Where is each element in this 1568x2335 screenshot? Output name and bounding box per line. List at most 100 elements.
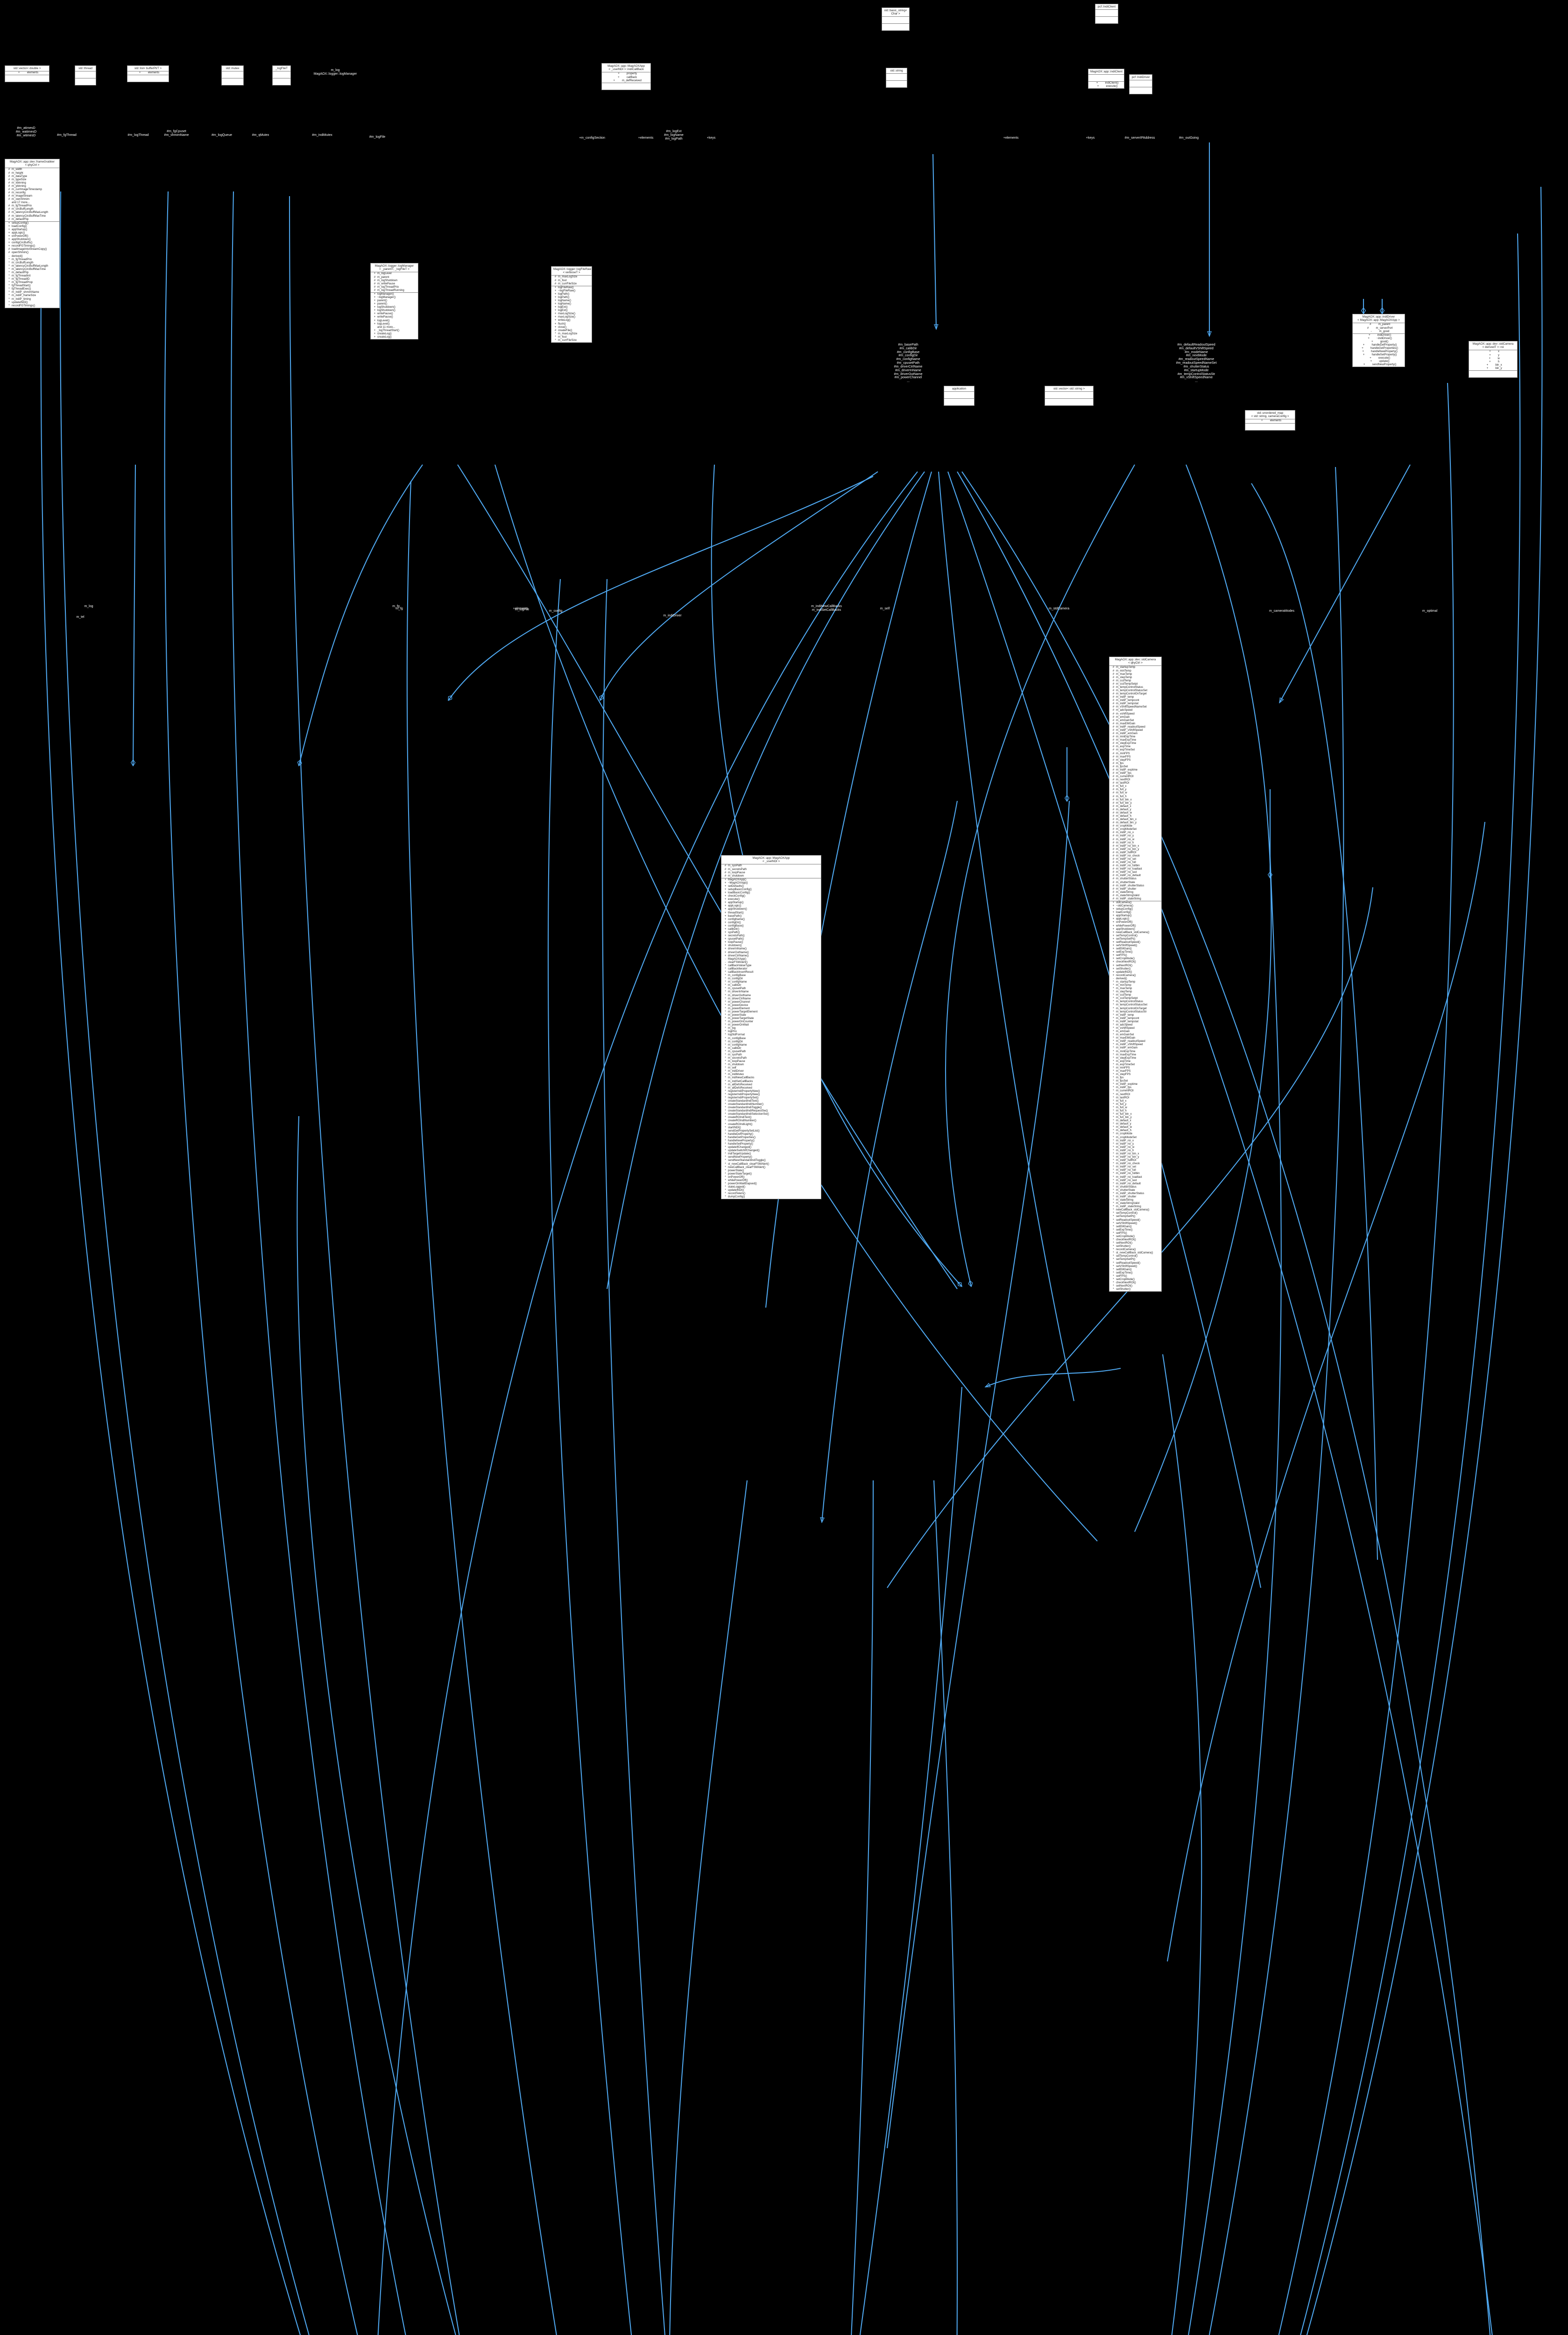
member-name: bin_x: [1495, 363, 1502, 367]
class-member-row: #m_imageStream: [5, 195, 59, 198]
member-name: m_maxExpTime: [1116, 1053, 1137, 1056]
member-visibility: +: [374, 319, 376, 322]
class-node-thread[interactable]: std::thread: [75, 65, 96, 86]
member-name: m_vShiftSpeedNameSet: [1116, 706, 1147, 709]
member-visibility: #: [1112, 844, 1115, 848]
class-node-roi[interactable]: MagAOX::app::dev::stdCamera < derivedT >…: [1469, 341, 1518, 378]
member-name: powerStateTarget(): [728, 1172, 752, 1175]
class-member-row: *callBackIterator: [721, 968, 821, 971]
member-name: m_default_y: [1116, 808, 1131, 811]
member-visibility: #: [8, 171, 10, 175]
class-node-magaox_indiclient[interactable]: MagAOX::app::indiClient+indiClient()+exe…: [1088, 69, 1124, 89]
class-node-vec_string[interactable]: std::vector< std::string >: [1045, 386, 1094, 406]
member-visibility: #: [1112, 782, 1115, 785]
member-visibility: *: [8, 281, 10, 284]
member-visibility: +: [1112, 934, 1115, 937]
member-visibility: *: [725, 1030, 726, 1033]
class-member-row: *createStandardIndiText(): [721, 1100, 821, 1103]
member-name: createROIndiText(): [728, 1116, 752, 1119]
class-node-framegrabber[interactable]: MagAOX::app::dev::frameGrabber < qhyCtrl…: [5, 159, 60, 308]
member-name: m_configName: [728, 1043, 747, 1047]
class-member-row: #m_fps: [1109, 762, 1161, 765]
class-node-title: std::basic_string< Char >: [882, 8, 909, 17]
class-member-row: #m_parent: [371, 276, 418, 279]
member-visibility: #: [1112, 729, 1115, 732]
member-visibility: *: [725, 1166, 726, 1169]
member-visibility: *: [1113, 1195, 1114, 1198]
member-name: m_ownShmim: [12, 198, 30, 201]
class-node-vec_double[interactable]: std::vector< double >+elements: [5, 65, 49, 83]
class-member-row: #m_width: [5, 168, 59, 171]
member-visibility: *: [1113, 1218, 1114, 1222]
member-name: m_emGainSet: [1116, 719, 1134, 722]
member-name: m_parent: [1378, 323, 1391, 326]
member-visibility: *: [725, 1100, 726, 1103]
member-name: m_latencyCircBuffMaxLength: [12, 264, 49, 268]
class-member-row: #m_indiP_stateString: [1109, 898, 1161, 901]
member-visibility: *: [725, 1013, 726, 1017]
member-visibility: #: [1112, 768, 1115, 771]
member-visibility: *: [725, 1033, 726, 1037]
class-node-application[interactable]: application: [944, 386, 975, 406]
member-name: _logThreadStart(): [377, 329, 400, 332]
class-node-pcf_indidriver[interactable]: pcf::IndiDriver: [1129, 74, 1152, 95]
class-member-row: #m_stepTemp: [1109, 676, 1161, 679]
member-name: m_indiP_roi_bin_x: [1116, 844, 1139, 848]
class-node-stdstring[interactable]: std::string: [886, 68, 907, 88]
class-node-pcf_indiclient[interactable]: pcf::IndiClient: [1095, 4, 1118, 24]
class-node-list_buf[interactable]: std::list< bufferPtrT >+elements: [127, 65, 169, 83]
class-member-row: #m_indiP_roi_x: [1109, 831, 1161, 835]
class-member-row: *m_indiP_emGain: [1109, 1047, 1161, 1050]
member-name: m_driverInName: [728, 991, 749, 994]
member-visibility: +: [374, 316, 376, 319]
member-visibility: +: [1362, 350, 1364, 354]
member-name: h: [1497, 360, 1500, 363]
member-name: m_stepExpTime: [1116, 742, 1137, 745]
member-name: m_nextROI: [1116, 778, 1130, 782]
class-member-row: #m_indiP_roi_loadlast: [1109, 868, 1161, 871]
class-node-basic_string[interactable]: std::basic_string< Char >: [882, 7, 910, 31]
member-visibility: *: [1113, 1106, 1114, 1109]
member-visibility: *: [1113, 1228, 1114, 1231]
member-visibility: *: [725, 1179, 726, 1182]
class-member-row: *m_powerOnWait: [721, 1024, 821, 1027]
member-visibility: +: [374, 309, 376, 312]
class-node-stdcamera[interactable]: MagAOX::app::dev::stdCamera < qhyCtrl >#…: [1109, 657, 1162, 1292]
class-member-row: *m_default_w: [1109, 1126, 1161, 1129]
edge-label-l_mstdcamera: m_stdCamera: [1049, 607, 1069, 610]
class-member-row: *createStandardIndiToggle(): [721, 1106, 821, 1110]
member-visibility: *: [725, 1057, 726, 1060]
edge-label-l_logfile: #m_logFile: [369, 135, 386, 139]
class-member-row: #m_vshiftSpeed: [1109, 713, 1161, 716]
class-member-row: +createLog(): [371, 336, 418, 339]
member-name: ~indiDriver(): [1377, 337, 1392, 340]
class-member-row: *sendNewProperty(): [721, 1156, 821, 1159]
member-visibility: +: [1112, 924, 1115, 927]
edges: [40, 142, 1543, 2335]
member-visibility: *: [1113, 1189, 1114, 1192]
class-member-row: *m_configName: [721, 1044, 821, 1047]
member-visibility: *: [1113, 1096, 1114, 1099]
class-node-indidriver[interactable]: MagAOX::app::indiDriver < MagAOX::app::M…: [1352, 314, 1405, 368]
member-name: execute(): [1106, 85, 1118, 88]
class-node-indicallback[interactable]: MagAOX::app::MagAOXApp < _useINDI >::ind…: [601, 63, 651, 90]
member-name: appLogic(): [728, 905, 742, 908]
member-name: callBackIterator: [728, 967, 748, 970]
class-member-row: +maxLogSize(): [551, 316, 592, 319]
member-name: flush(): [558, 322, 566, 325]
class-node-mutex[interactable]: std::mutex: [221, 65, 244, 86]
class-member-row: +elements: [5, 71, 49, 75]
member-name: m_indiP_roi_bin_y: [1116, 848, 1139, 851]
class-node-logfileraw[interactable]: MagAOX::logger::logFileRaw < verboseT >#…: [551, 266, 592, 343]
class-node-unordered_map[interactable]: std::unordered_map < std::string, camera…: [1245, 410, 1295, 431]
edge-label-l_mself: m_self: [880, 607, 890, 610]
member-name: logLevel(): [377, 322, 390, 325]
class-node-logfilet[interactable]: _logFileT: [272, 65, 291, 86]
class-node-title: MagAOX::app::indiDriver < MagAOX::app::M…: [1353, 314, 1405, 324]
member-visibility: *: [725, 1123, 726, 1126]
class-member-row: #m_indiP_tempstat: [1109, 702, 1161, 706]
class-node-magaoxapp[interactable]: MagAOX::app::MagAOXApp < _useINDI >#m_sy…: [721, 855, 821, 1200]
member-visibility: *: [725, 1156, 726, 1159]
class-member-row: #m_indiP_shutterStatus: [1109, 884, 1161, 888]
class-node-logmanager[interactable]: MagAOX::logger::logManager < _parentT, _…: [370, 263, 418, 340]
